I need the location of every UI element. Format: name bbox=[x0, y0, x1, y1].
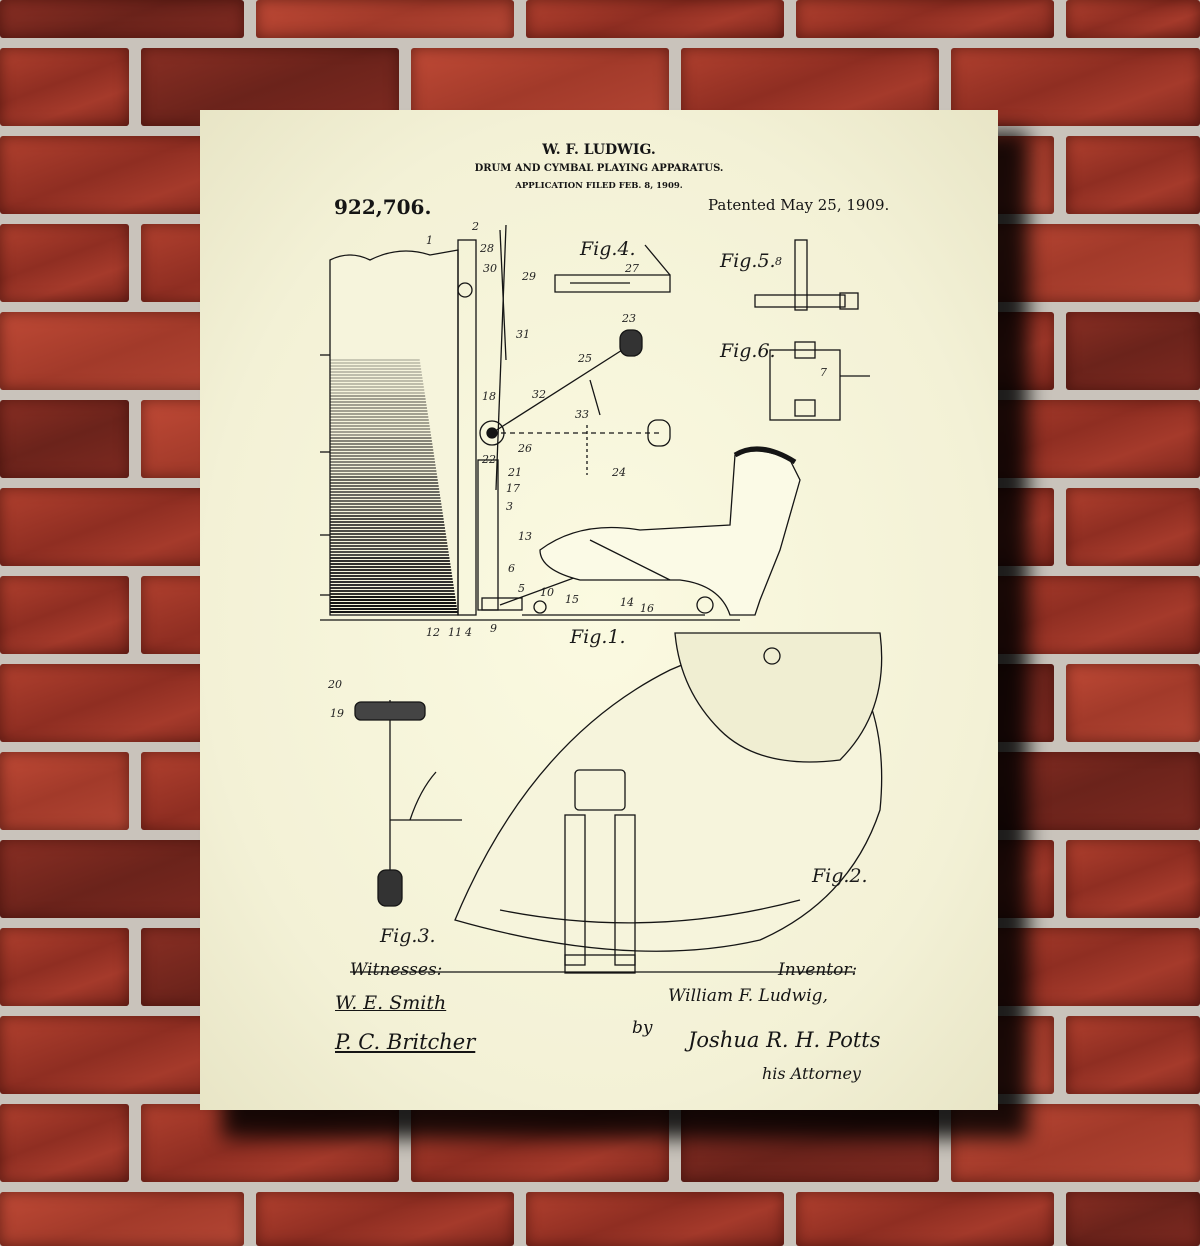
brick bbox=[256, 0, 514, 38]
ref-numeral: 14 bbox=[620, 596, 634, 609]
brick bbox=[1066, 488, 1200, 566]
ref-numeral: 10 bbox=[540, 586, 554, 599]
ref-numeral: 16 bbox=[640, 602, 654, 615]
ref-numeral: 19 bbox=[330, 707, 344, 720]
inventor-signature: William F. Ludwig, bbox=[668, 986, 828, 1006]
brick bbox=[1066, 136, 1200, 214]
brick bbox=[0, 576, 129, 654]
ref-numeral: 32 bbox=[532, 388, 546, 401]
brick bbox=[1066, 0, 1200, 38]
ref-numeral: 18 bbox=[482, 390, 496, 403]
ref-numeral: 22 bbox=[482, 453, 496, 466]
brick bbox=[0, 400, 129, 478]
brick bbox=[0, 0, 244, 38]
ref-numeral: 31 bbox=[516, 328, 530, 341]
ref-numeral: 23 bbox=[622, 312, 636, 325]
patent-drawing bbox=[320, 224, 883, 974]
ref-numeral: 1 bbox=[426, 234, 433, 247]
brick bbox=[1066, 1192, 1200, 1246]
ref-numeral: 33 bbox=[575, 408, 589, 421]
brick bbox=[796, 1192, 1054, 1246]
ref-numeral: 3 bbox=[506, 500, 513, 513]
figure-label-4: Fig.4. bbox=[580, 238, 636, 260]
ref-numeral: 13 bbox=[518, 530, 532, 543]
witness-signature-1: W. E. Smith bbox=[335, 992, 447, 1014]
ref-numeral: 2 bbox=[472, 220, 479, 233]
ref-numeral: 30 bbox=[483, 262, 497, 275]
ref-numeral: 6 bbox=[508, 562, 515, 575]
witness-signature-2: P. C. Britcher bbox=[335, 1030, 476, 1054]
figure-label-3: Fig.3. bbox=[380, 925, 436, 947]
ref-numeral: 8 bbox=[775, 255, 782, 268]
ref-numeral: 4 bbox=[465, 626, 472, 639]
brick bbox=[1066, 1016, 1200, 1094]
brick bbox=[526, 1192, 784, 1246]
ref-numeral: 5 bbox=[518, 582, 525, 595]
brick bbox=[0, 224, 129, 302]
figure-label-2: Fig.2. bbox=[812, 865, 868, 887]
ref-numeral: 28 bbox=[480, 242, 494, 255]
witnesses-label: Witnesses: bbox=[350, 960, 443, 980]
inventor-heading: W. F. LUDWIG. bbox=[542, 142, 656, 158]
brick bbox=[0, 1192, 244, 1246]
attorney-signature: Joshua R. H. Potts bbox=[688, 1028, 881, 1052]
by-label: by bbox=[632, 1018, 653, 1038]
ref-numeral: 20 bbox=[328, 678, 342, 691]
patented-date: Patented May 25, 1909. bbox=[708, 196, 890, 214]
brick bbox=[526, 0, 784, 38]
brick bbox=[0, 752, 129, 830]
brick bbox=[1066, 312, 1200, 390]
ref-numeral: 9 bbox=[490, 622, 497, 635]
brick bbox=[1066, 840, 1200, 918]
ref-numeral: 7 bbox=[820, 366, 827, 379]
figure-label-1: Fig.1. bbox=[570, 626, 626, 648]
brick bbox=[0, 928, 129, 1006]
brick bbox=[0, 1104, 129, 1182]
patent-number: 922,706. bbox=[334, 195, 432, 219]
brick bbox=[0, 48, 129, 126]
ref-numeral: 17 bbox=[506, 482, 520, 495]
ref-numeral: 11 bbox=[448, 626, 462, 639]
ref-numeral: 25 bbox=[578, 352, 592, 365]
brick bbox=[1066, 664, 1200, 742]
ref-numeral: 21 bbox=[508, 466, 522, 479]
ref-numeral: 24 bbox=[612, 466, 626, 479]
patent-poster: W. F. LUDWIG. DRUM AND CYMBAL PLAYING AP… bbox=[200, 110, 998, 1110]
attorney-label: his Attorney bbox=[762, 1064, 861, 1083]
ref-numeral: 15 bbox=[565, 593, 579, 606]
ref-numeral: 26 bbox=[518, 442, 532, 455]
figure-label-6: Fig.6. bbox=[720, 340, 776, 362]
ref-numeral: 12 bbox=[426, 626, 440, 639]
ref-numeral: 29 bbox=[522, 270, 536, 283]
brick bbox=[256, 1192, 514, 1246]
brick bbox=[796, 0, 1054, 38]
inventor-label: Inventor: bbox=[778, 960, 858, 980]
application-date: APPLICATION FILED FEB. 8, 1909. bbox=[515, 181, 683, 191]
figure-label-5: Fig.5. bbox=[720, 250, 776, 272]
ref-numeral: 27 bbox=[625, 262, 639, 275]
patent-title: DRUM AND CYMBAL PLAYING APPARATUS. bbox=[474, 163, 724, 174]
